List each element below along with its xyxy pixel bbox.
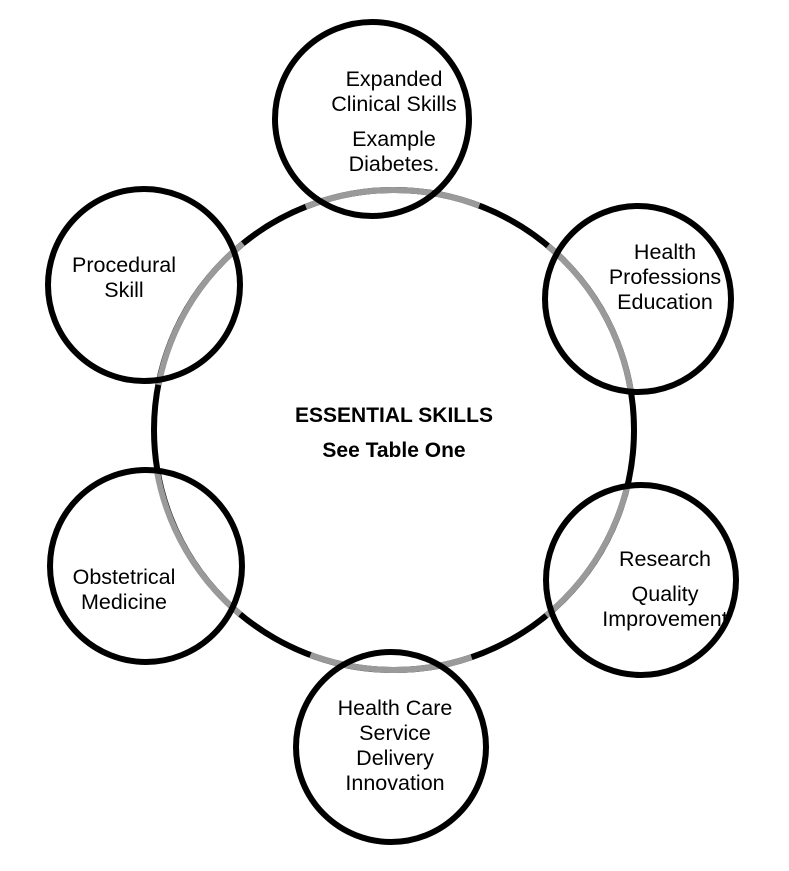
overlap-arc-bottom bbox=[309, 652, 473, 673]
satellite-text-line: Innovation bbox=[345, 771, 444, 795]
satellite-text-line: Clinical Skills bbox=[331, 92, 456, 116]
satellite-text-line: Procedural bbox=[72, 253, 176, 277]
satellite-text-line: Professions bbox=[609, 265, 721, 289]
overlap-arc-upper-left bbox=[155, 241, 245, 386]
satellite-circle-lower-right bbox=[543, 482, 739, 678]
satellite-label-lower-right: Research Quality Improvement bbox=[602, 547, 727, 631]
overlap-arc-upper-right bbox=[545, 243, 634, 393]
satellite-text-line: Delivery bbox=[356, 746, 434, 770]
satellite-label-bottom: Health Care Service Delivery Innovation bbox=[338, 696, 453, 795]
satellite-label-lower-left: Obstetrical Medicine bbox=[73, 565, 176, 614]
center-subtitle: See Table One bbox=[322, 439, 465, 462]
satellite-circle-lower-left bbox=[47, 467, 245, 665]
satellite-label-upper-right: Health Professions Education bbox=[609, 240, 721, 314]
satellite-text-line: Medicine bbox=[81, 590, 167, 614]
overlap-arc-top bbox=[304, 187, 481, 210]
satellite-label-upper-left: Procedural Skill bbox=[72, 253, 176, 302]
satellite-circle-upper-left bbox=[45, 186, 243, 384]
satellite-text-line: Example bbox=[352, 127, 436, 151]
satellite-text-line: Health bbox=[634, 240, 696, 264]
satellite-circle-bottom bbox=[293, 649, 489, 845]
satellite-text-line: Education bbox=[617, 290, 713, 314]
satellite-circle-upper-right bbox=[542, 203, 734, 395]
center-title: ESSENTIAL SKILLS bbox=[295, 404, 493, 427]
overlap-arc-lower-right bbox=[544, 486, 630, 618]
satellite-circle-top bbox=[272, 19, 472, 219]
satellite-text-line: Improvement bbox=[602, 607, 727, 631]
center-label: ESSENTIAL SKILLS See Table One bbox=[295, 404, 493, 462]
satellite-text-line: Skill bbox=[104, 278, 143, 302]
satellite-text-line: Health Care bbox=[338, 696, 453, 720]
satellite-text-line: Service bbox=[359, 721, 431, 745]
satellite-text-line: Expanded bbox=[346, 67, 443, 91]
satellite-text-line: Research bbox=[619, 547, 711, 571]
satellite-label-top: Expanded Clinical Skills Example Diabete… bbox=[331, 67, 456, 176]
satellite-text-line: Quality bbox=[632, 582, 699, 606]
satellite-text-line: Obstetrical bbox=[73, 565, 176, 589]
overlap-arcs bbox=[153, 187, 634, 673]
overlap-arc-lower-left bbox=[153, 470, 243, 617]
satellite-text-line: Diabetes. bbox=[349, 152, 440, 176]
